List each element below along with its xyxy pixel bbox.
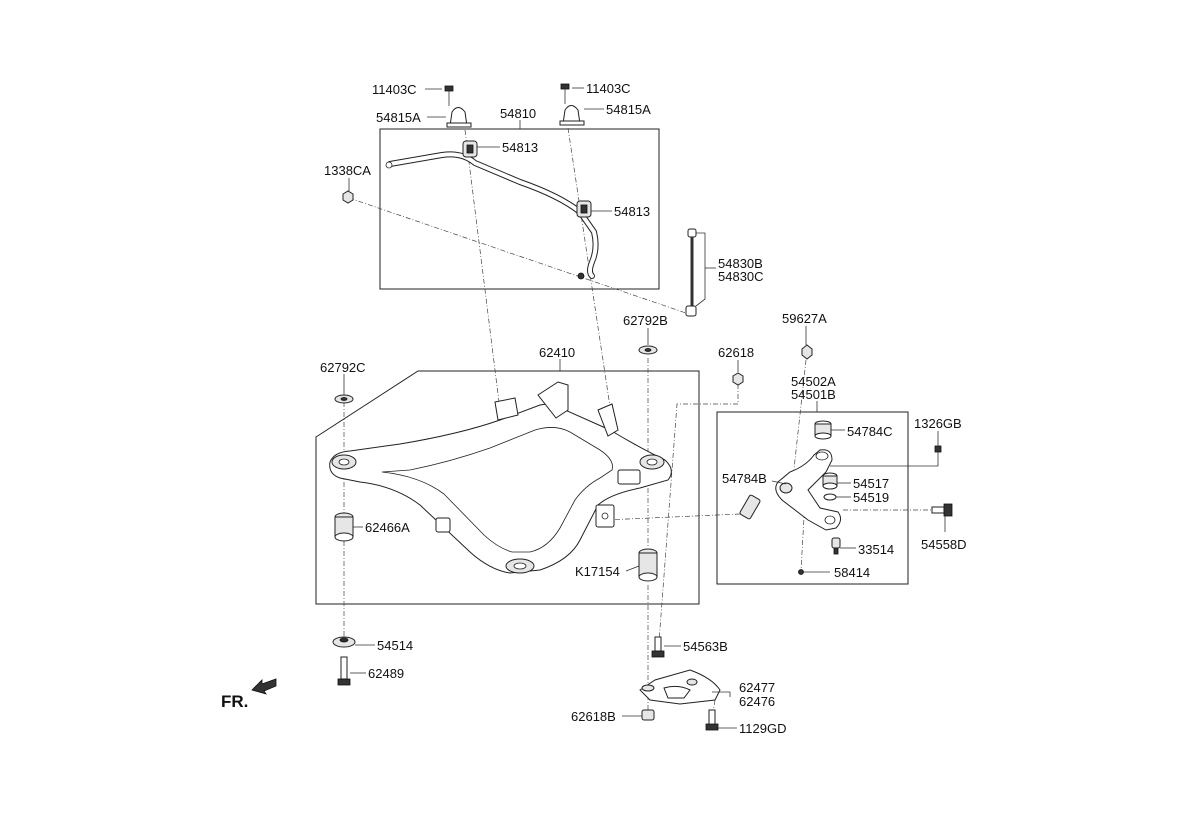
label-54830c: 54830C <box>718 269 764 284</box>
washer-62792b <box>638 345 658 355</box>
label-58414: 58414 <box>834 565 870 580</box>
label-54501b: 54501B <box>791 387 836 402</box>
bolt-62489 <box>337 656 351 686</box>
clamp-left <box>446 107 472 128</box>
bracket-62477 <box>639 669 721 705</box>
bolt-11403c-right <box>560 83 570 104</box>
label-1129gd: 1129GD <box>739 721 786 736</box>
nut-1338ca <box>342 190 354 204</box>
label-62410: 62410 <box>539 345 575 360</box>
label-11403c-left: 11403C <box>372 82 417 97</box>
label-54514: 54514 <box>377 638 413 653</box>
stabilizer-bushing-front <box>462 140 478 158</box>
bushing-54784c <box>814 420 832 440</box>
label-62792c: 62792C <box>320 360 366 375</box>
label-33514: 33514 <box>858 542 894 557</box>
label-54784c: 54784C <box>847 424 893 439</box>
bushing-k17154 <box>638 548 658 582</box>
label-59627a: 59627A <box>782 311 827 326</box>
subframe-crossmember <box>329 381 672 574</box>
nut-62618b <box>641 709 655 721</box>
bushing-62466a <box>334 512 354 542</box>
bolt-1326gb <box>934 445 942 453</box>
label-62477: 62477 <box>739 680 775 695</box>
label-54519: 54519 <box>853 490 889 505</box>
label-54784b: 54784B <box>722 471 767 486</box>
label-62466a: 62466A <box>365 520 410 535</box>
label-54813-mid: 54813 <box>614 204 650 219</box>
front-direction-indicator: FR. <box>221 678 277 711</box>
label-1338ca: 1338CA <box>324 163 371 178</box>
clamp-right <box>559 105 585 126</box>
bolt-11403c-left <box>444 85 454 106</box>
stabilizer-bushing-rear <box>576 200 592 218</box>
bolt-59627a <box>801 344 813 360</box>
subframe-group-frame <box>315 370 700 605</box>
bolt-54558d <box>931 503 953 517</box>
label-1326gb: 1326GB <box>914 416 962 431</box>
lower-control-arm <box>775 449 842 531</box>
ball-joint-cap-54517 <box>822 472 838 490</box>
washer-54514 <box>332 636 356 648</box>
label-62792b: 62792B <box>623 313 668 328</box>
arrow-front-icon <box>251 678 277 695</box>
ball-joint-33514 <box>831 537 841 555</box>
label-62618: 62618 <box>718 345 754 360</box>
stabilizer-link <box>685 228 697 317</box>
label-62476: 62476 <box>739 694 775 709</box>
label-62618b: 62618B <box>571 709 616 724</box>
label-54813-top: 54813 <box>502 140 538 155</box>
label-54815a-right: 54815A <box>606 102 651 117</box>
label-54830b: 54830B <box>718 256 763 271</box>
label-54502a: 54502A <box>791 374 836 389</box>
label-54563b: 54563B <box>683 639 728 654</box>
label-54517: 54517 <box>853 476 889 491</box>
label-54810: 54810 <box>500 106 536 121</box>
label-k17154: K17154 <box>575 564 620 579</box>
nut-62618 <box>732 372 744 386</box>
lower-arm-group-frame <box>716 411 909 585</box>
bolt-1129gd <box>705 709 719 731</box>
label-54815a-left: 54815A <box>376 110 421 125</box>
washer-54519 <box>823 493 837 501</box>
bolt-54563b <box>651 636 665 658</box>
label-11403c-right: 11403C <box>586 81 631 96</box>
stabilizer-group-frame <box>379 128 660 290</box>
fr-label: FR. <box>221 692 248 711</box>
label-62489: 62489 <box>368 666 404 681</box>
part-labels: 11403C 11403C 54815A 54815A 54810 54813 … <box>320 81 967 736</box>
stabilizer-bar <box>385 151 599 280</box>
leader-lines <box>343 87 946 729</box>
bushing-54784b <box>739 494 761 520</box>
label-54558d: 54558D <box>921 537 967 552</box>
pin-58414 <box>798 569 804 575</box>
washer-62792c <box>334 394 354 404</box>
